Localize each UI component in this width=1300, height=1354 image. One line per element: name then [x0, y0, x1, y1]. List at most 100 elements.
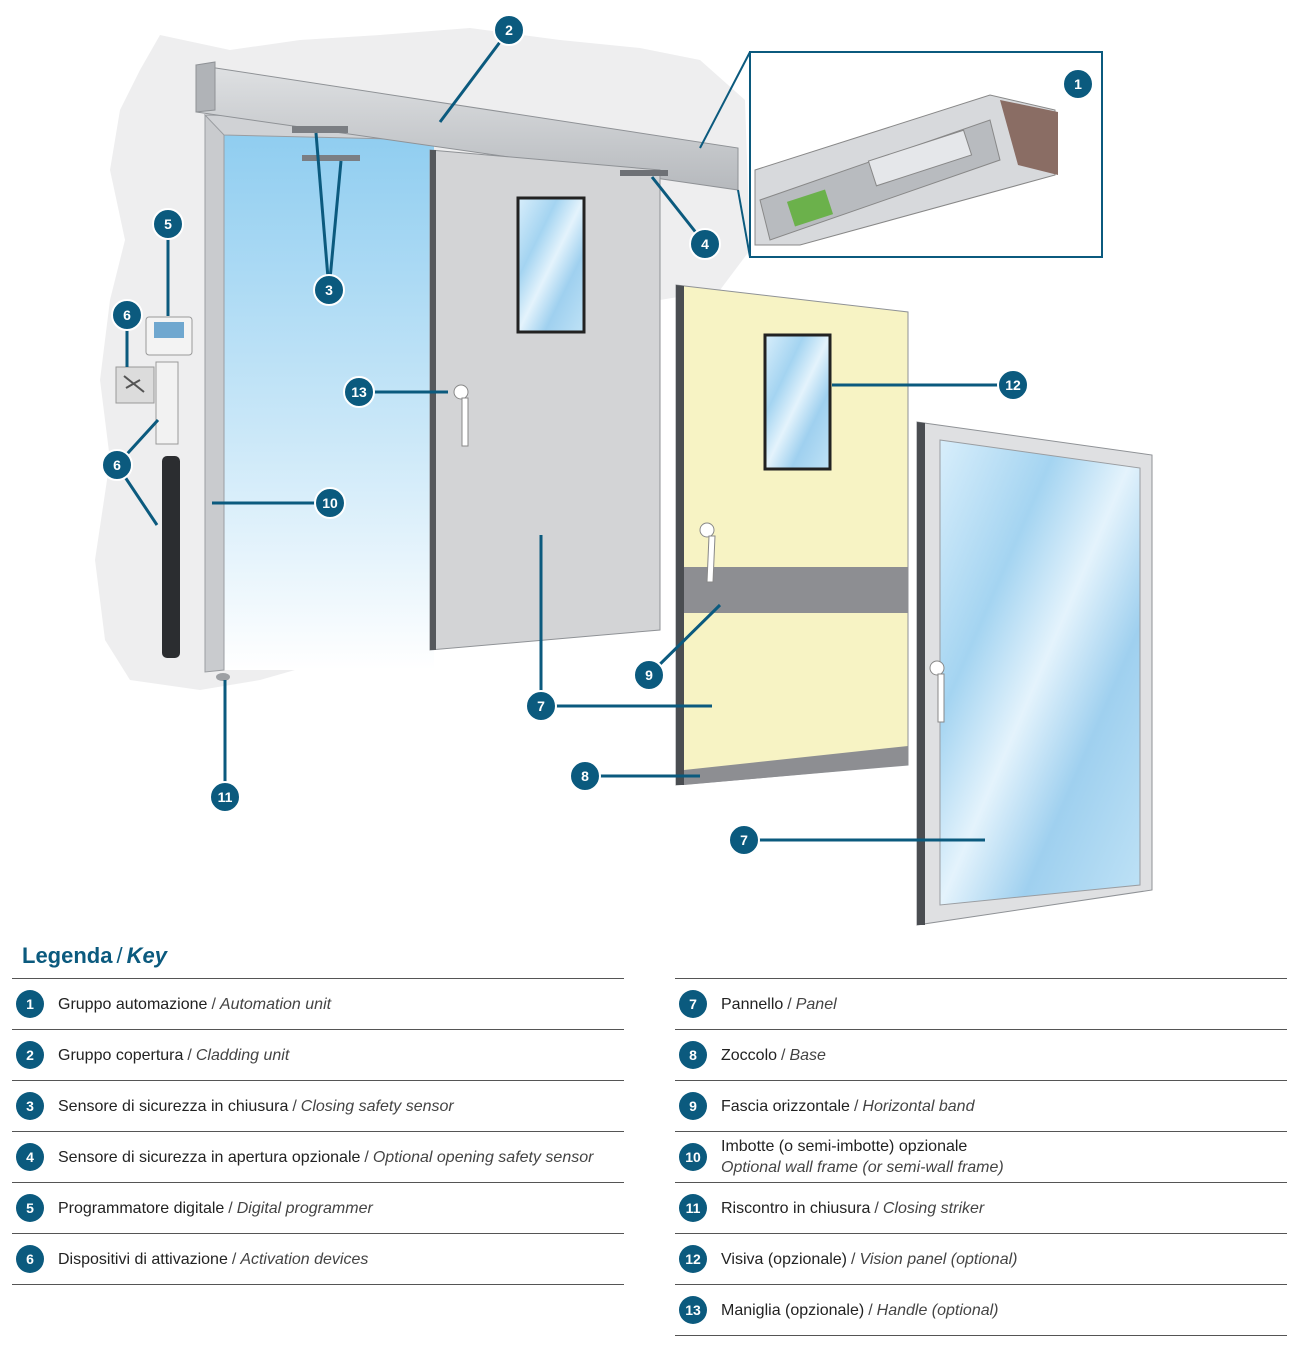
- legend-label-en: Panel: [795, 995, 837, 1013]
- legend-number-badge: 3: [16, 1092, 44, 1120]
- svg-text:3: 3: [325, 282, 333, 298]
- closing-sensor-b: [302, 155, 360, 161]
- legend-right-column: 7 Pannello/Panel 8 Zoccolo/Base 9 Fascia…: [675, 978, 1287, 1336]
- legend-label-it: Programmatore digitale: [58, 1199, 225, 1217]
- glazed-panel-handle: [929, 660, 945, 723]
- legend-number-badge: 2: [16, 1041, 44, 1069]
- legend-label-en: Vision panel (optional): [859, 1250, 1018, 1268]
- legend-item: 12 Visiva (opzionale)/Vision panel (opti…: [675, 1233, 1287, 1284]
- legend-number-badge: 4: [16, 1143, 44, 1171]
- callout-6-bottom: 6: [101, 449, 133, 481]
- glazed-panel-edge: [917, 422, 925, 925]
- legend-title-sep: /: [116, 943, 123, 968]
- legend-number-badge: 5: [16, 1194, 44, 1222]
- closing-striker: [216, 673, 230, 681]
- callout-3: 3: [313, 274, 345, 306]
- base-kickplate: [684, 746, 908, 785]
- legend-item: 6 Dispositivi di attivazione/Activation …: [12, 1233, 624, 1285]
- wall-frame-left: [204, 114, 225, 673]
- closing-sensor-a: [292, 126, 348, 133]
- callout-13: 13: [343, 376, 375, 408]
- callout-2: 2: [493, 14, 525, 46]
- callout-10: 10: [314, 487, 346, 519]
- legend-item: 9 Fascia orizzontale/Horizontal band: [675, 1080, 1287, 1131]
- legend-sep: /: [364, 1148, 369, 1166]
- svg-text:4: 4: [701, 236, 709, 252]
- vision-panel: [763, 333, 832, 471]
- legend-label-en: Activation devices: [240, 1250, 369, 1268]
- callout-5: 5: [152, 208, 184, 240]
- legend-label-it: Fascia orizzontale: [721, 1097, 850, 1115]
- callout-9: 9: [633, 659, 665, 691]
- legend-number-badge: 1: [16, 990, 44, 1018]
- legend-label-it: Imbotte (o semi-imbotte) opzionale: [721, 1138, 968, 1155]
- activation-hand-sensor: [115, 366, 155, 404]
- legend-item: 13 Maniglia (opzionale)/Handle (optional…: [675, 1284, 1287, 1336]
- svg-text:6: 6: [123, 307, 131, 323]
- legend-label-it: Visiva (opzionale): [721, 1250, 847, 1268]
- svg-text:11: 11: [218, 789, 233, 805]
- legend-number-badge: 11: [679, 1194, 707, 1222]
- legend-label-en: Optional opening safety sensor: [372, 1148, 594, 1166]
- sliding-door-edge: [430, 150, 436, 650]
- legend-label-en: Closing safety sensor: [300, 1097, 454, 1115]
- legend-sep: /: [787, 995, 792, 1013]
- legend-sep: /: [231, 1250, 237, 1268]
- legend-label-it: Gruppo automazione: [58, 995, 208, 1013]
- legend-label-en: Base: [789, 1046, 826, 1064]
- legend-title-en: Key: [126, 943, 167, 968]
- callout-12: 12: [997, 369, 1029, 401]
- legend-sep: /: [874, 1199, 879, 1217]
- svg-text:8: 8: [581, 768, 589, 784]
- digital-programmer: [145, 316, 193, 356]
- legend-label-it: Sensore di sicurezza in apertura opziona…: [58, 1148, 361, 1166]
- legend-number-badge: 10: [679, 1143, 707, 1171]
- legend-label-en: Cladding unit: [195, 1046, 290, 1064]
- legend-number-badge: 8: [679, 1041, 707, 1069]
- callout-7-glazed: 7: [728, 824, 760, 856]
- svg-text:13: 13: [351, 384, 367, 400]
- callout-4: 4: [689, 228, 721, 260]
- legend-item: 8 Zoccolo/Base: [675, 1029, 1287, 1080]
- activation-radar-bar: [162, 456, 180, 658]
- legend-sep: /: [851, 1250, 856, 1268]
- legend-item: 1 Gruppo automazione/Automation unit: [12, 978, 624, 1029]
- legend-label-it: Sensore di sicurezza in chiusura: [58, 1097, 289, 1115]
- callout-8: 8: [569, 760, 601, 792]
- legend-sep: /: [211, 995, 216, 1013]
- legend-left-column: 1 Gruppo automazione/Automation unit 2 G…: [12, 978, 624, 1285]
- legend-title-it: Legenda: [22, 943, 113, 968]
- door-exploded-diagram: 1 2 3 4 5 6 6 13 10 11 7 9 8 12 7: [95, 14, 1153, 926]
- automation-unit-inset: [699, 51, 1103, 258]
- legend-label-en: Automation unit: [219, 995, 332, 1013]
- svg-text:10: 10: [322, 495, 338, 511]
- glass-opening: [222, 130, 434, 670]
- callout-1: 1: [1062, 68, 1094, 100]
- svg-text:9: 9: [645, 667, 653, 683]
- horizontal-band: [684, 567, 908, 613]
- legend-item: 11 Riscontro in chiusura/Closing striker: [675, 1182, 1287, 1233]
- glazed-panel-glass: [939, 439, 1141, 906]
- legend-number-badge: 6: [16, 1245, 44, 1273]
- door-handle: [453, 384, 469, 447]
- legend-title: Legenda/Key: [22, 943, 167, 969]
- cladding-unit-end: [195, 61, 216, 113]
- cream-panel-handle: [699, 522, 716, 583]
- legend-label-en: Handle (optional): [876, 1301, 999, 1319]
- legend-number-badge: 7: [679, 990, 707, 1018]
- legend-label-en: Optional wall frame (or semi-wall frame): [721, 1159, 1004, 1176]
- legend-label-en: Horizontal band: [862, 1097, 975, 1115]
- legend-item: 3 Sensore di sicurezza in chiusura/Closi…: [12, 1080, 624, 1131]
- legend-item: 5 Programmatore digitale/Digital program…: [12, 1182, 624, 1233]
- callout-11: 11: [209, 781, 241, 813]
- callout-7-door: 7: [525, 690, 557, 722]
- callout-6-top: 6: [111, 299, 143, 331]
- legend-label-en: Closing striker: [882, 1199, 985, 1217]
- legend-label-it: Pannello: [721, 995, 784, 1013]
- legend-sep: /: [781, 1046, 786, 1064]
- svg-text:6: 6: [113, 457, 121, 473]
- legend-sep: /: [187, 1046, 192, 1064]
- legend-item: 4 Sensore di sicurezza in apertura opzio…: [12, 1131, 624, 1182]
- svg-text:1: 1: [1074, 76, 1082, 92]
